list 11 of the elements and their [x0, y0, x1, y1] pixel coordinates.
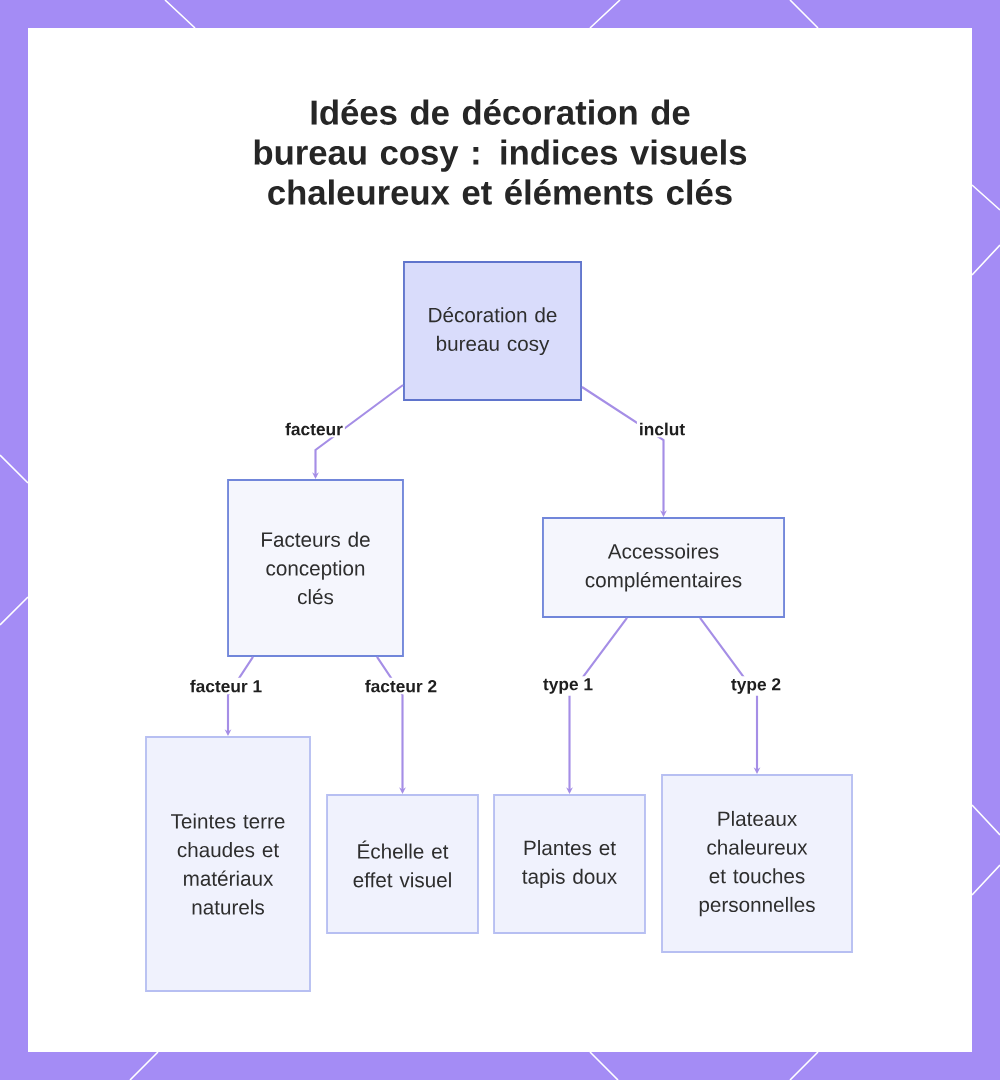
- concept-box: Échelle et effet visuel: [326, 794, 479, 934]
- concept-box: Facteurs de conception clés: [227, 479, 404, 657]
- concept-box: Plateaux chaleureux et touches personnelles: [661, 774, 853, 953]
- concept-box: Plantes et tapis doux: [493, 794, 646, 934]
- title: Idées de décoration de bureau cosy : indices visuels chaleureux et éléments clés: [254, 99, 747, 205]
- edge-label: type 1: [540, 676, 596, 696]
- concept-box: Teintes terre chaudes et matériaux naturels: [145, 736, 311, 992]
- concept-box: Décoration de bureau cosy: [403, 261, 582, 401]
- connector-arrow: [699, 617, 761, 774]
- concept-box: Accessoires complémentaires: [542, 517, 785, 618]
- edge-label: type 2: [728, 676, 784, 696]
